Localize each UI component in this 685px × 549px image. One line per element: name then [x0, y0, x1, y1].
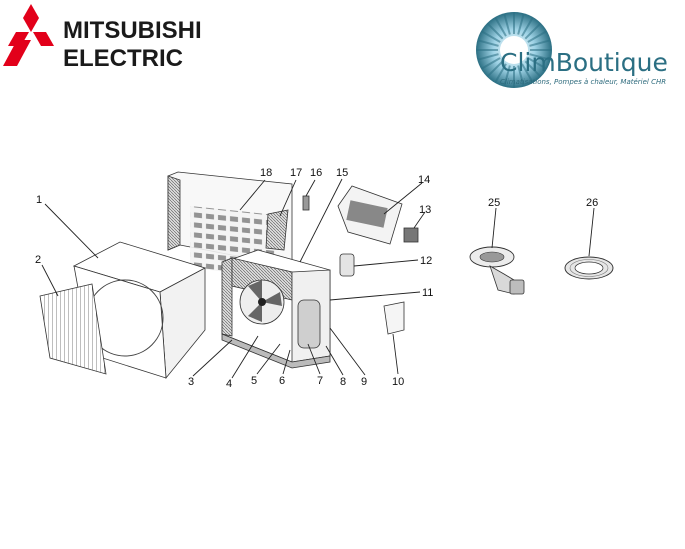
- mitsubishi-wordmark-line2: ELECTRIC: [63, 45, 183, 72]
- mitsubishi-logo: MITSUBISHI ELECTRIC: [3, 4, 202, 72]
- callout-18: 18: [260, 167, 272, 179]
- callout-5: 5: [251, 375, 257, 387]
- sunburst-ray: [521, 17, 534, 37]
- callout-12: 12: [420, 255, 432, 267]
- leader-lines: [41, 178, 595, 379]
- part-terminal-block: [403, 227, 419, 243]
- callout-9: 9: [361, 376, 367, 388]
- sunburst-ray: [529, 53, 550, 61]
- part-partition: [265, 209, 289, 251]
- callout-8: 8: [340, 376, 346, 388]
- part-chassis-assembly: [221, 249, 331, 369]
- callout-16: 16: [310, 167, 322, 179]
- sunburst-ray: [478, 39, 499, 47]
- sunburst-ray: [494, 17, 507, 37]
- part-capacitor: [339, 253, 355, 277]
- part-drain-cap: [564, 256, 614, 280]
- callout-26: 26: [586, 197, 598, 209]
- sunburst-ray: [524, 23, 541, 40]
- sunburst-ray: [517, 65, 525, 86]
- climboutique-logo: ClimBoutique Climatisations, Pompes à ch…: [476, 12, 668, 88]
- sunburst-ray: [503, 14, 511, 35]
- callout-10: 10: [392, 376, 404, 388]
- callout-25: 25: [488, 197, 500, 209]
- fan-icon: [239, 279, 285, 325]
- sunburst-ray: [478, 53, 499, 61]
- sunburst-ray: [521, 63, 534, 83]
- callout-4: 4: [226, 378, 232, 390]
- part-control-board: [337, 185, 403, 245]
- climboutique-wordmark: ClimBoutique: [500, 48, 668, 77]
- callout-15: 15: [336, 167, 348, 179]
- callout-labels: 1 2 3 4 5 6 7 8 9 10 11 12 13 14 15 16 1…: [35, 167, 598, 390]
- three-diamonds-icon: [3, 4, 54, 66]
- sunburst-ray: [524, 60, 541, 77]
- sunburst-ray: [529, 39, 550, 47]
- callout-13: 13: [419, 204, 431, 216]
- callout-6: 6: [279, 375, 285, 387]
- callout-1: 1: [36, 194, 42, 206]
- sunburst-ray: [487, 60, 504, 77]
- part-drain-socket: [469, 246, 525, 295]
- sunburst-ray: [487, 23, 504, 40]
- callout-14: 14: [418, 174, 430, 186]
- mitsubishi-wordmark-line1: MITSUBISHI: [63, 17, 202, 44]
- callout-2: 2: [35, 254, 41, 266]
- sunburst-ray: [481, 30, 501, 43]
- climboutique-tagline: Climatisations, Pompes à chaleur, Matéri…: [500, 78, 666, 86]
- part-cover-plate: [383, 301, 405, 335]
- sunburst-ray: [527, 30, 547, 43]
- sunburst-ray: [481, 57, 501, 70]
- callout-17: 17: [290, 167, 302, 179]
- part-bracket: [302, 195, 310, 211]
- callout-11: 11: [422, 287, 433, 299]
- sunburst-ray: [494, 63, 507, 83]
- sunburst-ray: [527, 57, 547, 70]
- callout-3: 3: [188, 376, 194, 388]
- sunburst-ray: [503, 65, 511, 86]
- sunburst-ray: [517, 14, 525, 35]
- part-front-grille: [39, 283, 107, 375]
- compressor-icon: [297, 299, 321, 349]
- sunburst-icon: [476, 12, 552, 88]
- callout-7: 7: [317, 375, 323, 387]
